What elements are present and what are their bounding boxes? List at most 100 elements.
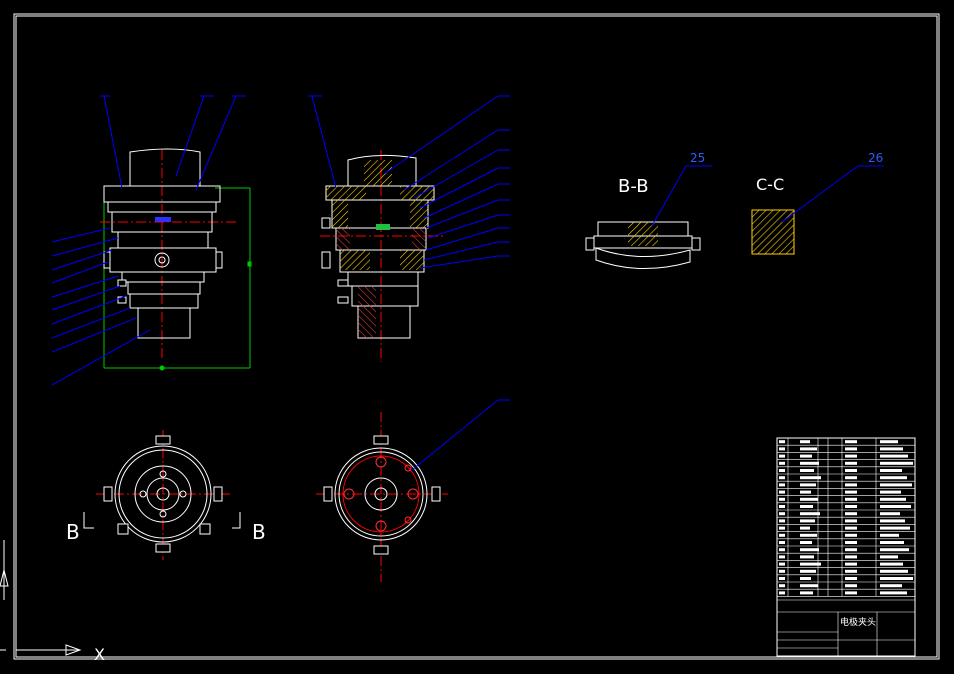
bom-cell-glyph [845,591,857,595]
bom-cell-glyph [880,541,904,544]
bom-cell-glyph [845,548,857,552]
bom-cell-glyph [800,569,816,573]
plan-view-left[interactable]: B B [66,430,266,560]
bom-cell-glyph [779,476,785,480]
bom-table-glyphs [779,440,913,595]
bom-table-outline [776,437,916,657]
section-bb-leader [651,165,712,227]
bom-cell-glyph [845,526,857,530]
plan-left-rings [114,445,212,543]
bom-cell-glyph [845,440,857,444]
section-cc-label: C-C [756,175,784,194]
bom-cell-glyph [880,533,899,537]
bom-cell-glyph [800,505,813,508]
bom-cell-glyph [880,548,909,552]
bom-cell-glyph [845,562,857,566]
bom-cell-glyph [845,447,857,451]
bom-cell-glyph [845,519,857,523]
bom-cell-glyph [779,505,785,508]
bom-cell-glyph [880,469,902,472]
section-bb[interactable]: B-B 25 [585,151,712,269]
plan-marker-left: B [66,520,80,544]
bom-cell-glyph [779,541,785,544]
section-green-insert [376,224,390,230]
bom-cell-glyph [779,584,785,588]
bom-cell-glyph [779,519,785,523]
bom-cell-glyph [800,476,821,480]
bom-cell-glyph [779,548,785,552]
bom-cell-glyph [800,454,812,458]
bom-cell-glyph [779,440,785,444]
front-view[interactable] [51,95,252,386]
front-knobs [103,251,223,304]
plan-right-centerline [316,412,448,582]
bom-cell-glyph [880,447,903,451]
bom-cell-glyph [845,577,857,580]
bom-cell-glyph [880,512,900,516]
bom-cell-glyph [845,490,857,494]
plan-left-knobs [103,435,223,553]
bom-cell-glyph [800,440,810,444]
section-leaders [308,95,510,269]
bom-cell-glyph [779,562,785,566]
bom-cell-glyph [845,555,857,559]
section-bb-hatch [628,222,658,246]
bom-cell-glyph [779,533,785,537]
bom-cell-glyph [779,569,785,573]
bom-cell-glyph [800,512,820,516]
drawing-frame [0,13,940,660]
bom-cell-glyph [800,497,818,501]
bom-cell-glyph [880,497,906,501]
bom-cell-glyph [779,555,785,559]
bom-cell-glyph [880,526,910,530]
section-cc[interactable]: C-C 26 [751,151,884,255]
ucs-x-label: X [94,645,105,664]
bom-cell-glyph [800,490,811,494]
bom-cell-glyph [845,533,857,537]
bom-cell-glyph [779,461,785,465]
bom-cell-glyph [845,469,857,472]
bom-cell-glyph [800,562,821,566]
plan-marker-right: B [252,520,266,544]
bom-cell-glyph [779,526,785,530]
ucs-icon [0,540,82,656]
bom-cell-glyph [880,577,913,580]
section-cc-hatch [752,210,794,254]
bom-cell-glyph [880,476,907,480]
section-knobs [321,217,349,304]
bom-cell-glyph [800,519,815,523]
bom-cell-glyph [880,562,903,566]
bom-cell-glyph [880,440,898,444]
section-arrows [83,512,241,529]
balloon-26: 26 [868,151,883,165]
section-view[interactable] [308,95,510,362]
bom-cell-glyph [880,461,913,465]
section-hatch [326,160,434,338]
bom-cell-glyph [800,447,817,451]
bom-cell-glyph [800,555,814,559]
bom-cell-glyph [845,512,857,516]
bom-cell-glyph [800,469,814,472]
bom-cell-glyph [800,591,813,595]
bom-cell-glyph [800,461,819,465]
bom-cell-glyph [779,469,785,472]
bom-cell-glyph [779,512,785,516]
bom-cell-glyph [779,454,785,458]
bom-cell-glyph [880,584,902,588]
bom-cell-glyph [800,577,811,580]
title-block[interactable]: 电极夹头 [776,437,916,657]
bom-cell-glyph [779,591,785,595]
bom-cell-glyph [845,461,857,465]
plan-right-leader [411,399,510,471]
bom-cell-glyph [845,483,857,487]
bom-cell-glyph [800,526,810,530]
bom-cell-glyph [845,476,857,480]
plan-right-red-ring [342,455,420,533]
front-body [103,148,221,339]
bom-cell-glyph [845,569,857,573]
plan-view-right[interactable] [316,399,510,582]
plan-right-holes [343,456,419,532]
bom-cell-glyph [800,541,812,544]
